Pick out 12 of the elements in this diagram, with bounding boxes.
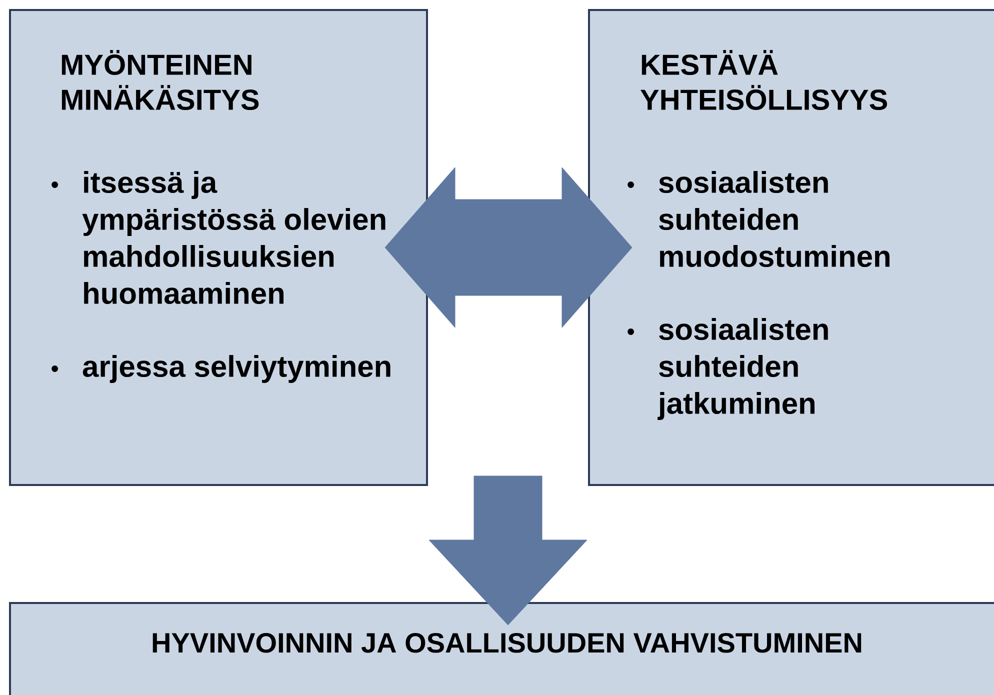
heading: HYVINVOINNIN JA OSALLISUUDEN VAHVISTUMINEN [152,633,862,653]
bullet-text: arjessa selviytyminen [82,355,390,383]
concept-box [9,602,994,695]
heading: KESTÄVÄ YHTEISÖLLISYYS [640,50,888,110]
double-arrow [384,167,632,328]
concept-box [9,9,428,486]
concept-box [588,9,994,486]
heading: MYÖNTEINEN MINÄKÄSITYS [62,50,259,110]
bullet-text: sosiaalisten suhteiden jatkuminen [658,318,828,420]
down-arrow [428,476,588,626]
bullet-text: itsessä ja ympäristössä olevien mahdollisuuksien huomaaminen [82,171,386,304]
bullet-text: sosiaalisten suhteiden muodostuminen [659,171,890,268]
